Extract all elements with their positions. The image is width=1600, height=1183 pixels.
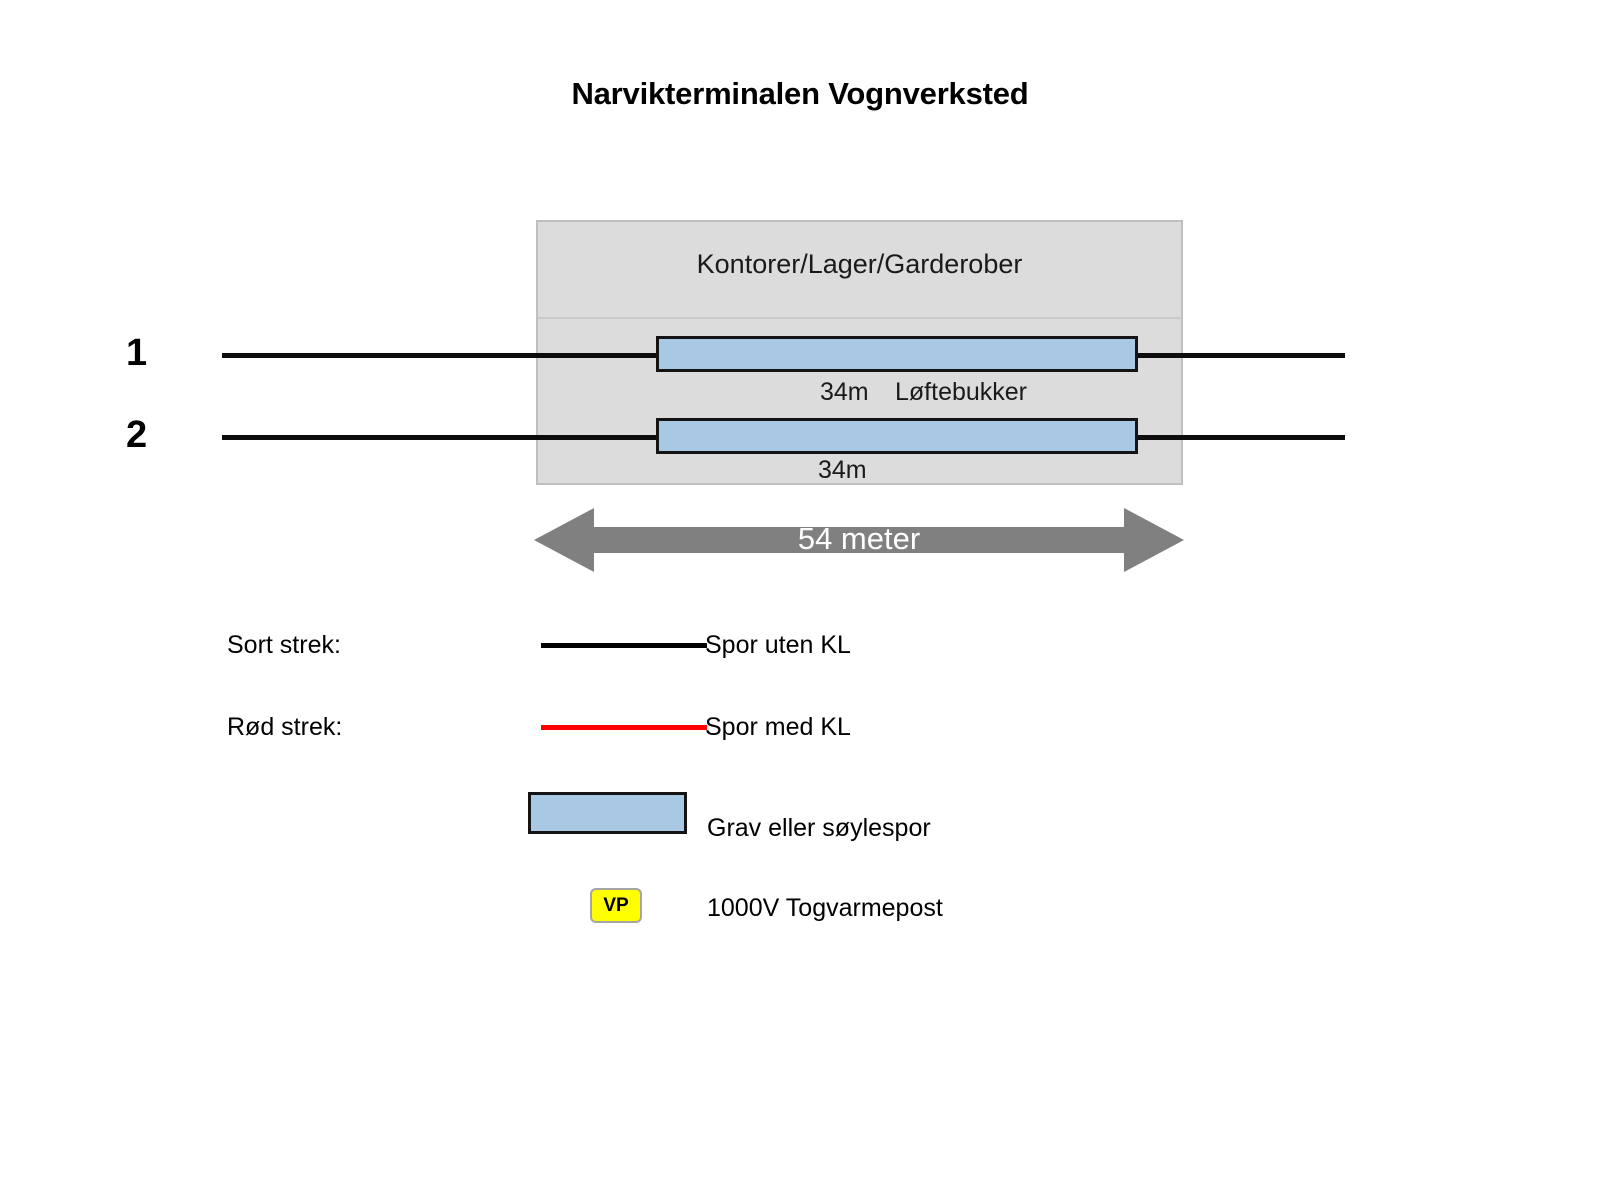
page-title: Narvikterminalen Vognverksted [571, 76, 1029, 111]
hall-office-label: Kontorer/Lager/Garderober [696, 249, 1023, 279]
legend-swatch-pit-rectangle [528, 792, 687, 834]
legend-swatch-vp-badge: VP [590, 888, 642, 923]
track-number-2: 2 [126, 414, 148, 456]
legend-label-train-heating-post: 1000V Togvarmepost [707, 894, 943, 922]
legend-label-track-with-catenary: Spor med KL [705, 713, 851, 741]
legend-term-black: Sort strek: [227, 631, 341, 659]
pit-track-2 [656, 418, 1138, 454]
pit-length-1: 34m [820, 378, 869, 406]
lifting-jacks-label: Løftebukker [895, 378, 1028, 406]
pit-track-1 [656, 336, 1138, 372]
legend-term-red: Rød strek: [227, 713, 343, 741]
legend-label-track-without-catenary: Spor uten KL [705, 631, 851, 659]
hall-section-divider [537, 317, 1182, 319]
track-number-1: 1 [126, 332, 148, 374]
pit-length-2: 34m [818, 456, 867, 484]
legend-label-pit-or-column-track: Grav eller søylespor [707, 814, 931, 842]
legend-swatch-black-line [541, 643, 707, 648]
dimension-arrow-icon [534, 503, 1184, 577]
legend-swatch-red-line [541, 725, 707, 730]
